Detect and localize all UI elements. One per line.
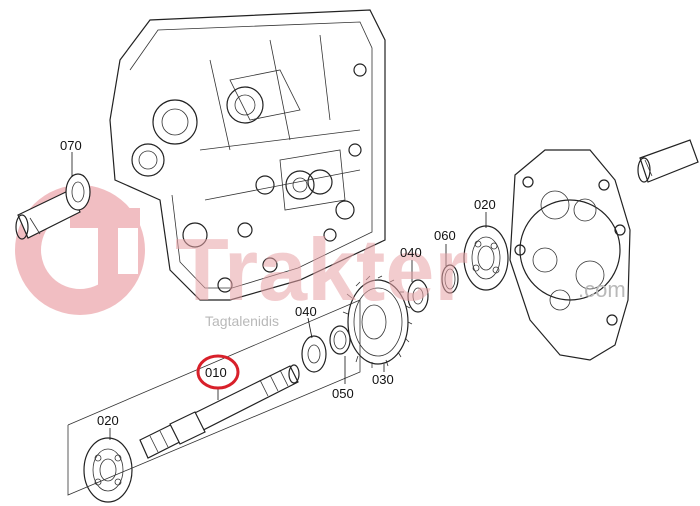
part-label-040-top: 040 [400,245,422,260]
part-label-020-bottom: 020 [97,413,119,428]
splined-shaft-left [15,189,81,240]
transmission-housing [109,9,386,301]
washer-040-mid [301,335,327,373]
part-label-050: 050 [332,386,354,401]
rear-cover-plate [509,149,631,361]
watermark-tagline: Tagtalenidis [205,313,279,329]
washer-040-top [407,279,429,313]
bearing-020-top [463,225,509,291]
snap-ring-060 [441,264,459,294]
part-label-040-mid: 040 [295,304,317,319]
part-label-060: 060 [434,228,456,243]
leader-lines [71,152,487,440]
part-label-030: 030 [372,372,394,387]
part-label-010: 010 [205,365,227,380]
part-label-070: 070 [60,138,82,153]
watermark-brand: Trakter [175,220,469,319]
gear-030 [341,275,413,368]
highlight-ring [196,354,240,390]
main-shaft-010 [139,364,300,459]
part-label-020-top: 020 [474,197,496,212]
bearing-020-bottom [83,437,133,503]
bearing-070 [65,173,91,211]
splined-shaft-top-right [637,139,699,183]
needle-bearing-050 [329,325,351,355]
watermark-domain: .com [578,277,626,302]
assembly-outline [67,299,361,496]
